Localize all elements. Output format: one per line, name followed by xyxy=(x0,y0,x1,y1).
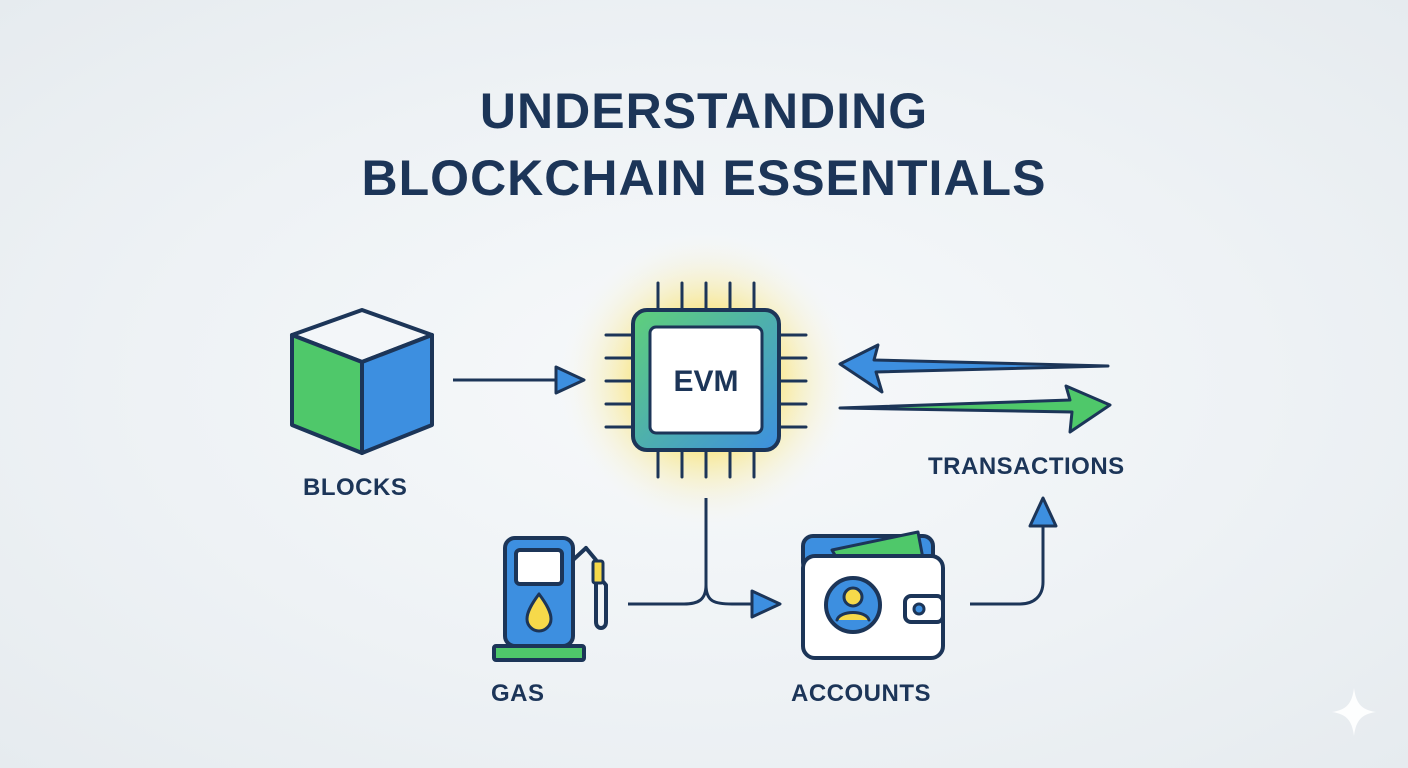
arrow-blocks-to-evm xyxy=(453,365,586,395)
transaction-arrow-incoming xyxy=(838,343,1110,394)
page-title-line-2: BLOCKCHAIN ESSENTIALS xyxy=(361,150,1047,206)
page-title-line-1: UNDERSTANDING xyxy=(479,83,929,139)
arrow-accounts-to-transactions xyxy=(970,496,1058,606)
gas-pump-icon xyxy=(492,536,608,662)
bidirectional-arrows-icon xyxy=(838,343,1112,434)
transactions-label: TRANSACTIONS xyxy=(928,453,1125,480)
blocks-label: BLOCKS xyxy=(303,474,408,501)
page-title: UNDERSTANDING BLOCKCHAIN ESSENTIALS xyxy=(0,78,1408,212)
evm-label: EVM xyxy=(673,365,738,398)
gas-label: GAS xyxy=(491,680,545,707)
arrow-merge-to-accounts xyxy=(628,498,782,619)
sparkle-icon xyxy=(1332,688,1376,736)
cube-icon xyxy=(290,308,434,455)
wallet-icon xyxy=(801,530,945,660)
transaction-arrow-outgoing xyxy=(838,384,1112,434)
accounts-label: ACCOUNTS xyxy=(791,680,931,707)
chip-icon: EVM xyxy=(604,281,808,479)
